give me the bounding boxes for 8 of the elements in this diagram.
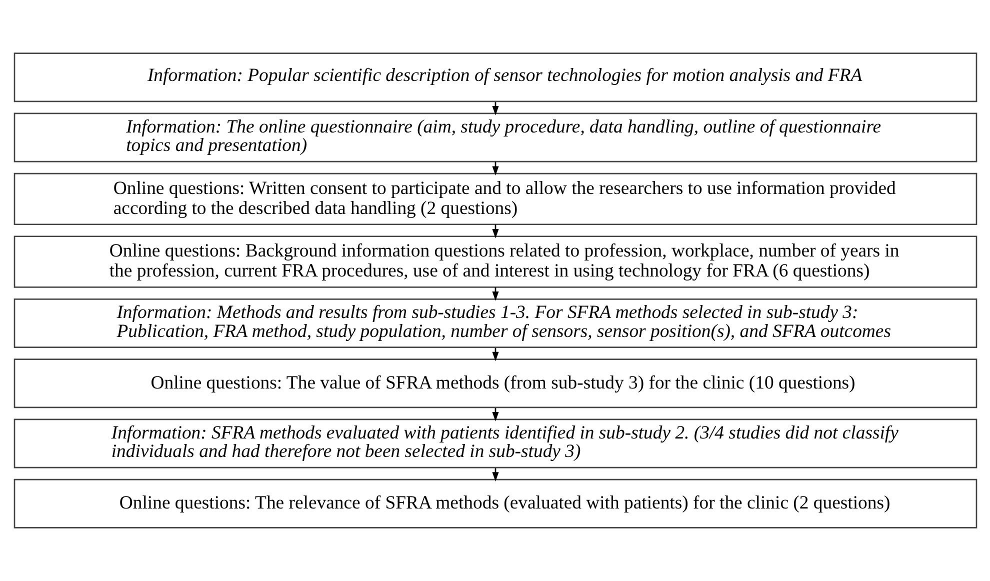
node-box: Online questions: The relevance of SFRA methods (evaluated with patients) for the clinic (2 questions): [13, 478, 977, 528]
node-box: Information: The online questionnaire (aim, study procedure, data handling, outline of questionnaire topics and presentation): [13, 112, 977, 162]
node-box: Information: Popular scientific description of sensor technologies for motion analysis and FRA: [13, 52, 977, 102]
node-box: Information: SFRA methods evaluated with patients identified in sub-study 2. (3/4 studies did not classify individuals and had therefore not been selected in sub-study 3): [13, 418, 977, 468]
node-box: Online questions: The value of SFRA methods (from sub-study 3) for the clinic (10 questions): [13, 358, 977, 408]
node-box: Online questions: Written consent to participate and to allow the researchers to use information provided according to the described data handling (2 questions): [13, 172, 977, 226]
node-box: Information: Methods and results from sub-studies 1-3. For SFRA methods selected in sub-study 3: Publication, FRA method, study population, number of sensors, sensor position(s), and SFRA outcomes: [13, 298, 977, 348]
node-box: Online questions: Background information questions related to profession, workplace, number of years in the profession, current FRA procedures, use of and interest in using technology for FRA (6 questions): [13, 236, 977, 288]
